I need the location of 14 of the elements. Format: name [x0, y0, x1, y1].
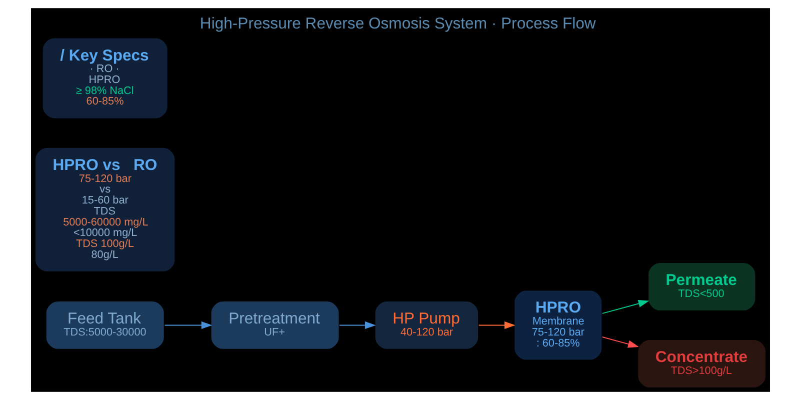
- arrow: [478, 321, 515, 330]
- node-box: HPRO vs RO 75-120 bar vs 15-60 bar TDS 5000-60000 mg/L <10000 mg/L TDS 100g/L 80g/L: [34, 146, 176, 272]
- arrow: [338, 321, 376, 330]
- arrow: [601, 300, 649, 314]
- node-box: HP Pump 40-120 bar: [374, 300, 479, 350]
- node-box: HPRO Membrane 75-120 bar : 60-85%: [513, 290, 602, 361]
- node-box: Concentrate TDS>100g/L: [636, 339, 766, 388]
- arrow: [164, 321, 212, 330]
- node-box: Feed Tank TDS:5000-30000: [44, 300, 164, 350]
- node-box: / Key Specs · RO · HPRO ≥ 98% NaCl 60-85%: [41, 37, 168, 120]
- arrow: [601, 336, 638, 348]
- node-box: Pretreatment UF+: [210, 300, 340, 350]
- diagram-title: High-Pressure Reverse Osmosis System · Process Flow: [199, 16, 596, 33]
- node-box: Permeate TDS<500: [647, 262, 756, 312]
